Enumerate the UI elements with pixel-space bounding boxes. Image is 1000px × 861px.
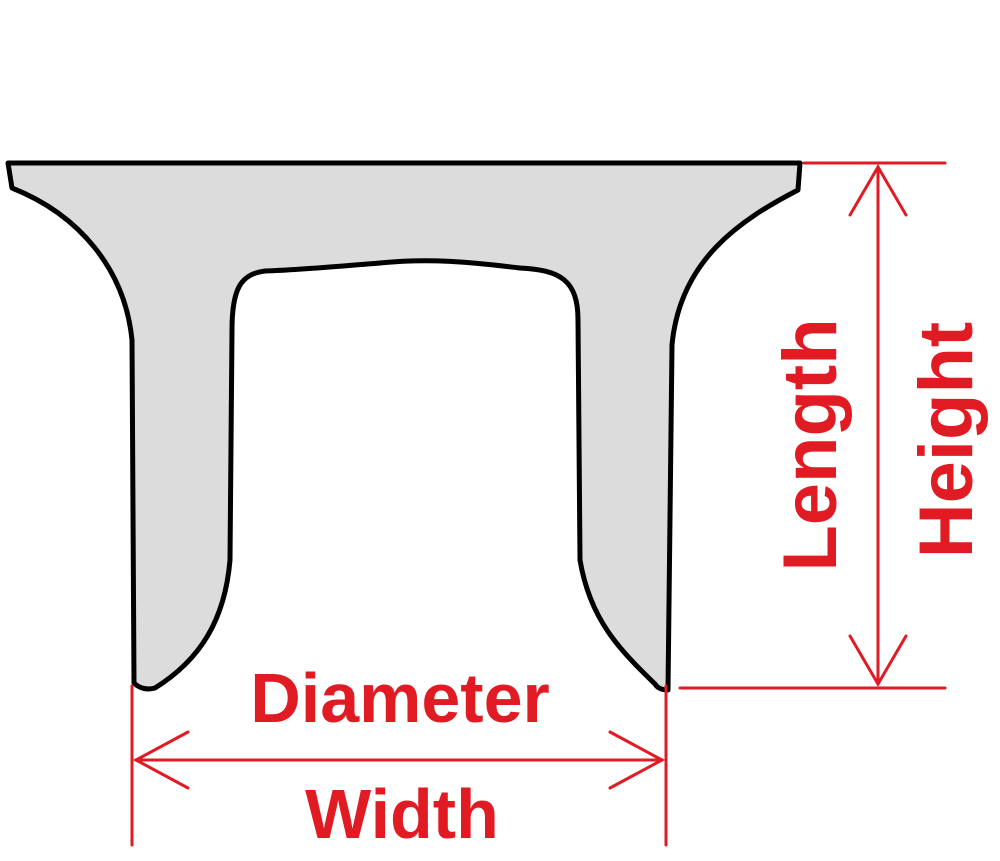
width-arrowhead-left	[132, 730, 190, 790]
part-cross-section	[5, 160, 803, 693]
length-label: Length	[768, 318, 853, 571]
width-arrowhead-right	[608, 730, 666, 790]
width-dimension	[130, 684, 668, 847]
width-label: Width	[305, 775, 499, 853]
height-arrowhead-bottom	[848, 634, 908, 687]
height-label: Height	[904, 322, 989, 558]
diameter-label: Diameter	[250, 659, 550, 737]
height-arrowhead-top	[848, 164, 908, 217]
height-dimension	[678, 161, 947, 690]
